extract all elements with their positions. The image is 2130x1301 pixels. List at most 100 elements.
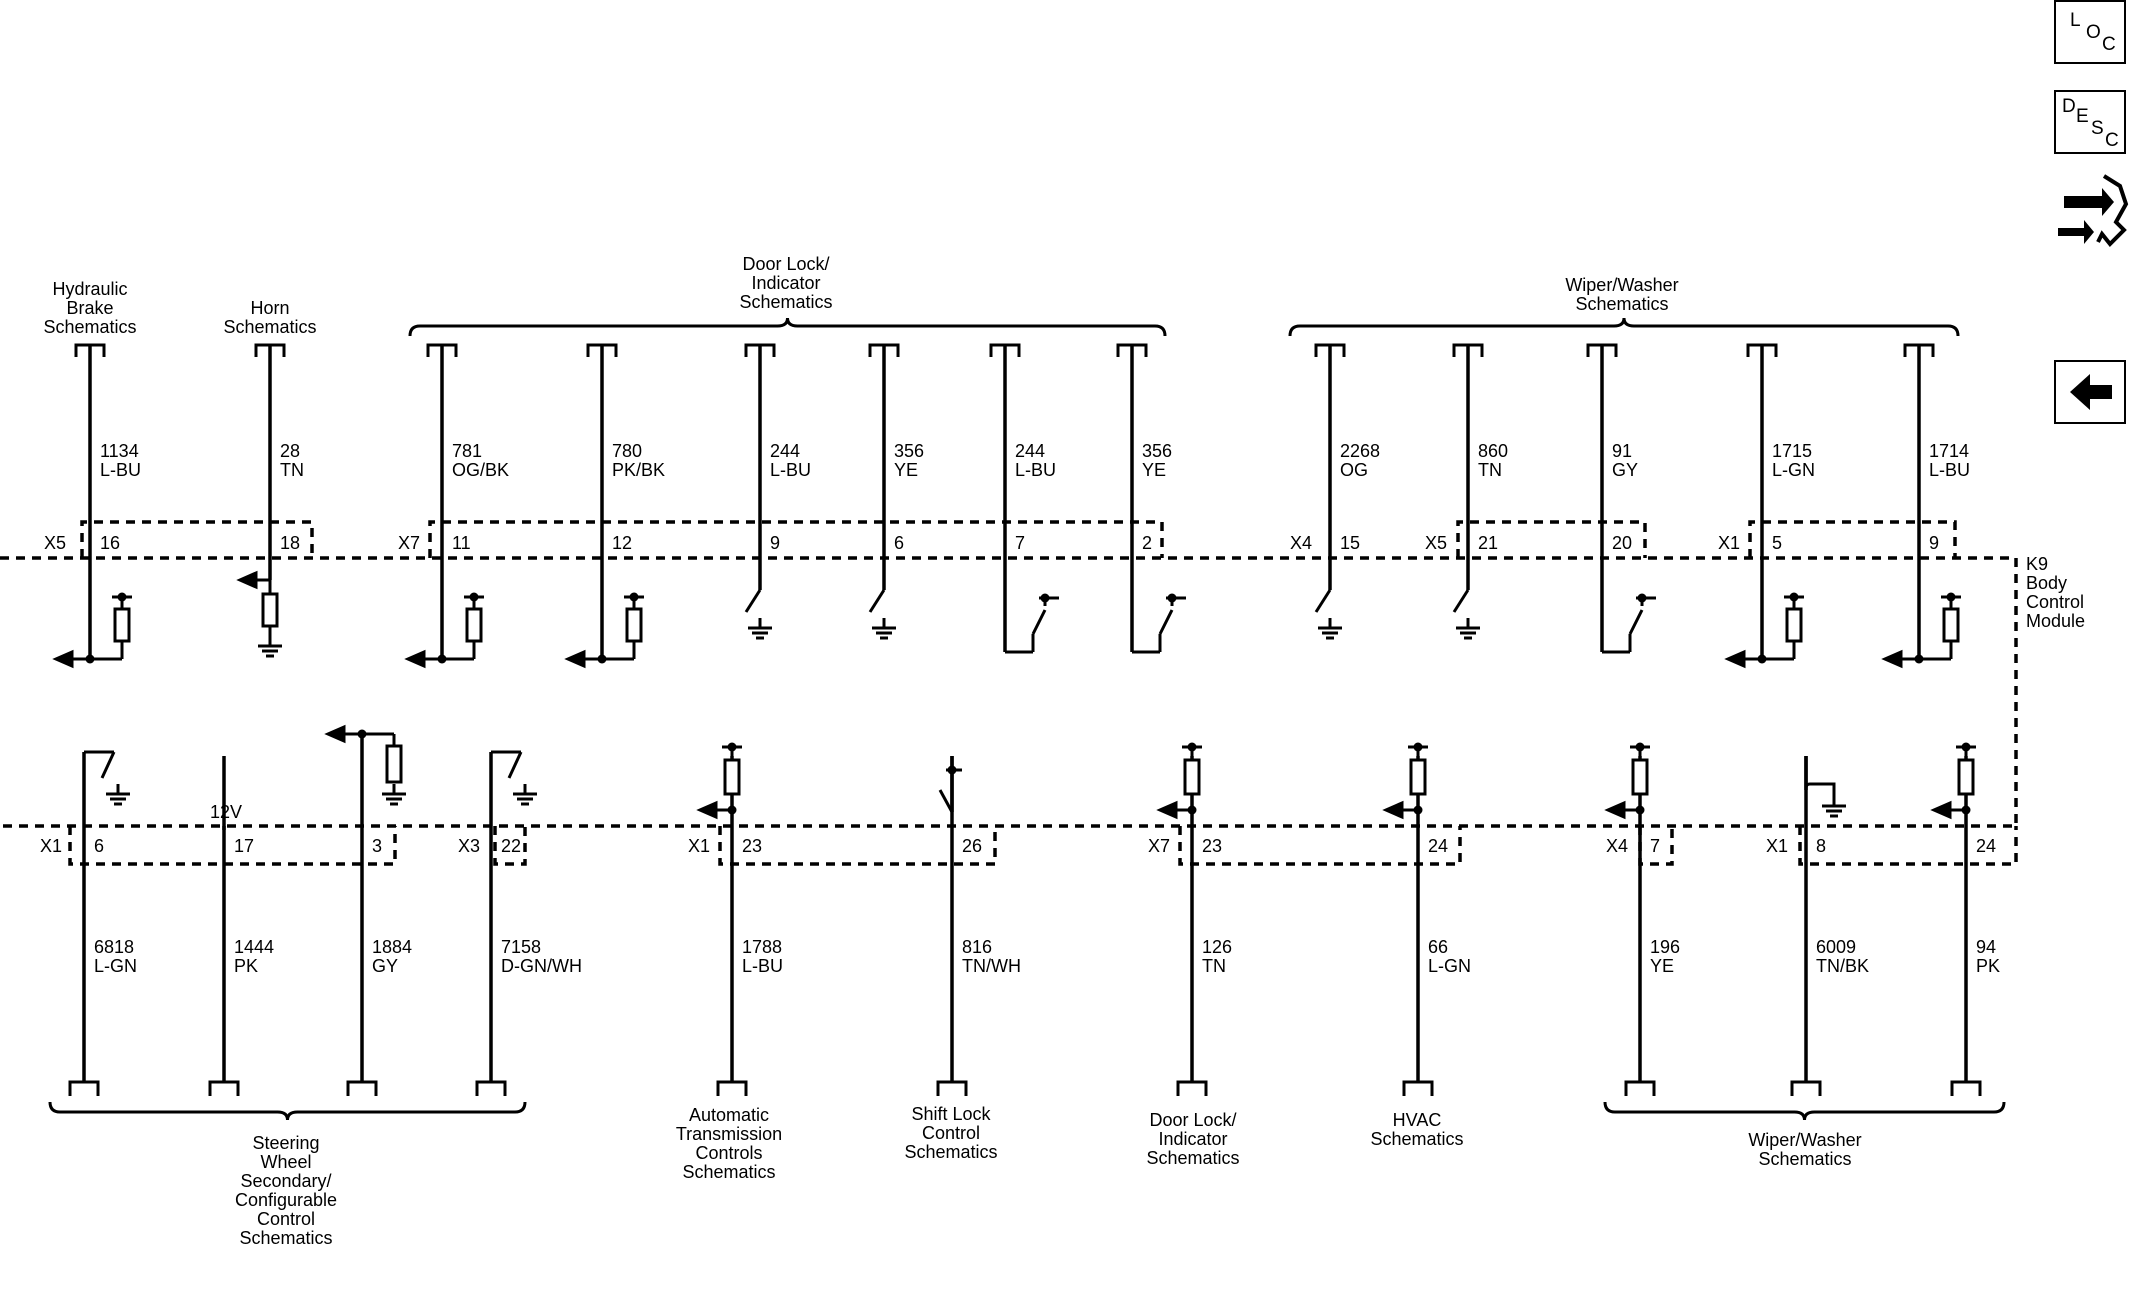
pin-number: 3 [372, 836, 382, 856]
top-connector-box [1456, 520, 1647, 558]
wire-color: YE [1142, 460, 1166, 480]
wire-color: L-BU [742, 956, 783, 976]
wire-color: PK/BK [612, 460, 665, 480]
top-terminal [254, 343, 286, 357]
circuit-number: 28 [280, 441, 300, 461]
input-arrow [1382, 800, 1404, 820]
resistor [625, 607, 643, 643]
junction-dot [357, 729, 367, 739]
top-terminal [1116, 343, 1148, 357]
junction-dot [947, 765, 957, 775]
circuit-number: 126 [1202, 937, 1232, 957]
pin-number: 24 [1428, 836, 1448, 856]
group-label: Schematics [239, 1228, 332, 1248]
connector-id: X1 [688, 836, 710, 856]
circuit-number: 6818 [94, 937, 134, 957]
description-letter: C [2105, 130, 2119, 151]
location-letter: O [2086, 22, 2101, 43]
bottom-connector-box [718, 826, 997, 866]
pin-number: 23 [742, 836, 762, 856]
pin-number: 23 [1202, 836, 1222, 856]
back-button[interactable] [2054, 360, 2126, 424]
group-label: Schematics [223, 317, 316, 337]
connector-id: X3 [458, 836, 480, 856]
resistor [1942, 607, 1960, 643]
group-label: Door Lock/ [1149, 1110, 1236, 1130]
wire-color: PK [1976, 956, 2000, 976]
circuit-number: 2268 [1340, 441, 1380, 461]
switch-blade [1158, 609, 1174, 635]
output-arrow [324, 724, 346, 744]
pin-number: 8 [1816, 836, 1826, 856]
module-boundary [0, 556, 2018, 828]
wire-color: D-GN/WH [501, 956, 582, 976]
text-layer: K9BodyControlModule1134L-BU1628TN18781OG… [40, 254, 2085, 1248]
switch-blade [100, 751, 116, 779]
group-label: Hydraulic [52, 279, 127, 299]
wire-color: OG [1340, 460, 1368, 480]
module-name: Control [2026, 592, 2084, 612]
group-label: Schematics [43, 317, 136, 337]
bottom-terminal [716, 1080, 748, 1096]
circuit-number: 6009 [1816, 937, 1856, 957]
bottom-terminal [936, 1080, 968, 1096]
pin-number: 20 [1612, 533, 1632, 553]
wire-color: TN/BK [1816, 956, 1869, 976]
bottom-connector-box [1798, 826, 2018, 866]
input-arrow [564, 649, 586, 669]
circuit-number: 356 [894, 441, 924, 461]
wire-color: TN [1202, 956, 1226, 976]
group-label: Schematics [739, 292, 832, 312]
pin-number: 22 [501, 836, 521, 856]
bottom-connector-box [1178, 826, 1462, 866]
top-terminal [868, 343, 900, 357]
wire-color: L-BU [100, 460, 141, 480]
pin-number: 17 [234, 836, 254, 856]
switch-blade [938, 789, 954, 813]
top-terminal [426, 343, 458, 357]
module-name: Body [2026, 573, 2067, 593]
pin-number: 6 [894, 533, 904, 553]
pin-number: 9 [1929, 533, 1939, 553]
group-label: Schematics [904, 1142, 997, 1162]
bottom-terminal [346, 1080, 378, 1096]
connector-hand-icon[interactable] [2054, 170, 2130, 256]
circuit-number: 1134 [100, 441, 139, 461]
pin-number: 6 [94, 836, 104, 856]
bottom-terminal [68, 1080, 100, 1096]
pin-number: 16 [100, 533, 120, 553]
connector-id: X1 [1718, 533, 1740, 553]
top-terminal [586, 343, 618, 357]
group-label: Schematics [1575, 294, 1668, 314]
switch-blade [1452, 589, 1470, 613]
input-arrow [1156, 800, 1178, 820]
input-arrow [1724, 649, 1746, 669]
group-label: Indicator [1158, 1129, 1227, 1149]
description-button[interactable]: D E S C [2054, 90, 2126, 154]
voltage-label: 12V [210, 802, 242, 822]
description-letter: D [2062, 96, 2076, 117]
pin-number: 7 [1650, 836, 1660, 856]
switch-blade [1628, 609, 1644, 635]
top-terminal [1746, 343, 1778, 357]
top-terminal [989, 343, 1021, 357]
resistor [465, 607, 483, 643]
pin-number: 26 [962, 836, 982, 856]
circuit-number: 860 [1478, 441, 1508, 461]
input-arrow [1881, 649, 1903, 669]
wire-color: L-BU [1015, 460, 1056, 480]
circuit-number: 1714 [1929, 441, 1969, 461]
wire-color: L-BU [770, 460, 811, 480]
connector-id: X5 [1425, 533, 1447, 553]
location-button[interactable]: L O C [2054, 0, 2126, 64]
wire-color: L-GN [1428, 956, 1471, 976]
output-arrow [236, 570, 258, 590]
wire-color: TN/WH [962, 956, 1021, 976]
top-terminal [1314, 343, 1346, 357]
top-terminal [74, 343, 106, 357]
wire-color: YE [894, 460, 918, 480]
circuit-number: 94 [1976, 937, 1996, 957]
group-label: Wheel [260, 1152, 311, 1172]
circuit-number: 1788 [742, 937, 782, 957]
wire-color: YE [1650, 956, 1674, 976]
